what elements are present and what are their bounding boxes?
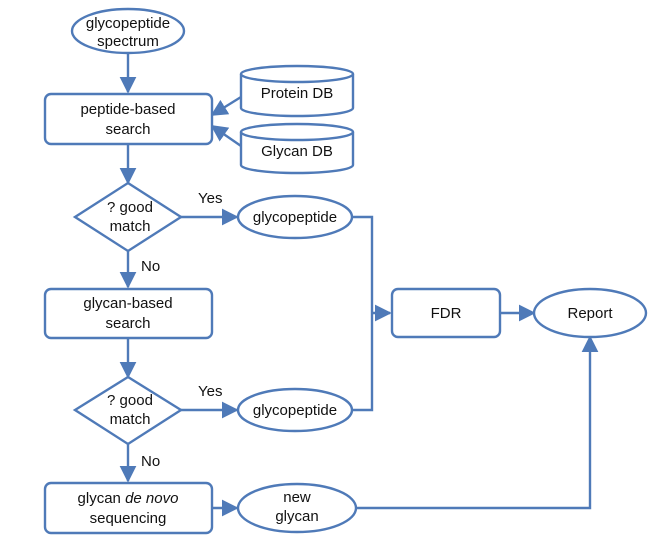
edge-proteindb-to-peptide — [210, 95, 242, 117]
decision1-label-1: ? good — [107, 199, 153, 216]
glycan-search-label-1: glycan-based — [83, 295, 172, 312]
denovo-label-2: sequencing — [90, 510, 167, 527]
edge-label-yes-2: Yes — [198, 383, 222, 400]
protein-db-label: Protein DB — [261, 85, 334, 102]
start-label-1: glycopeptide — [86, 15, 170, 32]
decision1-node — [72, 181, 184, 253]
denovo-label-prefix: glycan — [78, 490, 126, 507]
fdr-label: FDR — [431, 305, 462, 322]
glycan-search-node — [43, 287, 214, 340]
peptide-search-label-1: peptide-based — [80, 101, 175, 118]
new-glycan-label-1: new — [283, 489, 311, 506]
fdr-node — [390, 287, 502, 339]
decision2-label-1: ? good — [107, 392, 153, 409]
new-glycan-node — [236, 482, 358, 534]
peptide-search-node — [43, 92, 214, 146]
edge-label-no-2: No — [141, 453, 160, 470]
glycopeptide1-label: glycopeptide — [253, 209, 337, 226]
denovo-node — [43, 481, 214, 535]
peptide-search-label-2: search — [105, 121, 150, 138]
start-node — [70, 7, 186, 55]
protein-db-node — [239, 64, 355, 118]
edge-glycandb-to-peptide — [210, 125, 242, 147]
denovo-label-1: glycan de novo — [78, 490, 179, 507]
glycopeptide2-label: glycopeptide — [253, 402, 337, 419]
report-node — [532, 287, 648, 339]
report-label: Report — [567, 305, 613, 322]
decision2-label-2: match — [110, 411, 151, 428]
glycopeptide2-node — [236, 387, 354, 433]
denovo-label-italic: de novo — [125, 490, 178, 507]
edge-glycopeptides-bracket — [352, 215, 374, 412]
glycan-db-node — [239, 122, 355, 175]
new-glycan-label-2: glycan — [275, 508, 318, 525]
edge-newglycan-to-report — [356, 335, 599, 510]
edge-label-yes-1: Yes — [198, 190, 222, 207]
glycan-search-label-2: search — [105, 315, 150, 332]
decision1-label-2: match — [110, 218, 151, 235]
edge-label-no-1: No — [141, 258, 160, 275]
start-label-2: spectrum — [97, 33, 159, 50]
decision2-node — [72, 375, 184, 446]
glycan-db-label: Glycan DB — [261, 143, 333, 160]
glycopeptide1-node — [236, 194, 354, 240]
